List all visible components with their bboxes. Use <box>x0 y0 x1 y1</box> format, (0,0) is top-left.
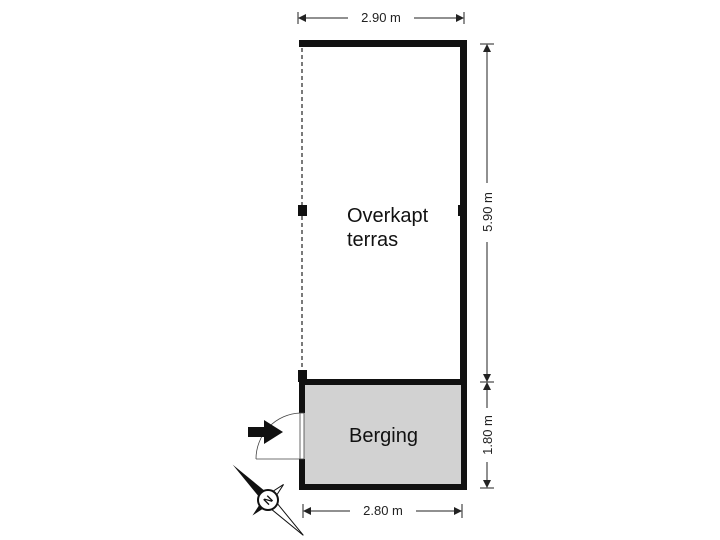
dimension-top-label: 2.90 m <box>361 10 401 25</box>
dimension-terrace-depth: 5.90 m <box>480 43 495 383</box>
room-storage: Berging <box>255 379 467 490</box>
dimension-storage-depth-label: 1.80 m <box>480 415 495 455</box>
dimension-terrace-depth-label: 5.90 m <box>480 192 495 232</box>
dimension-storage-depth: 1.80 m <box>480 382 495 489</box>
compass-icon: N <box>232 464 304 536</box>
storage-label: Berging <box>349 425 418 447</box>
room-terrace: Overkapt terras <box>298 40 467 384</box>
terrace-label-line1: Overkapt <box>347 205 429 227</box>
dimension-bottom: 2.80 m <box>302 503 463 518</box>
dimension-bottom-label: 2.80 m <box>363 503 403 518</box>
entrance-arrow-icon <box>248 420 283 444</box>
dimension-top: 2.90 m <box>297 10 465 25</box>
terrace-label-line2: terras <box>347 229 398 251</box>
